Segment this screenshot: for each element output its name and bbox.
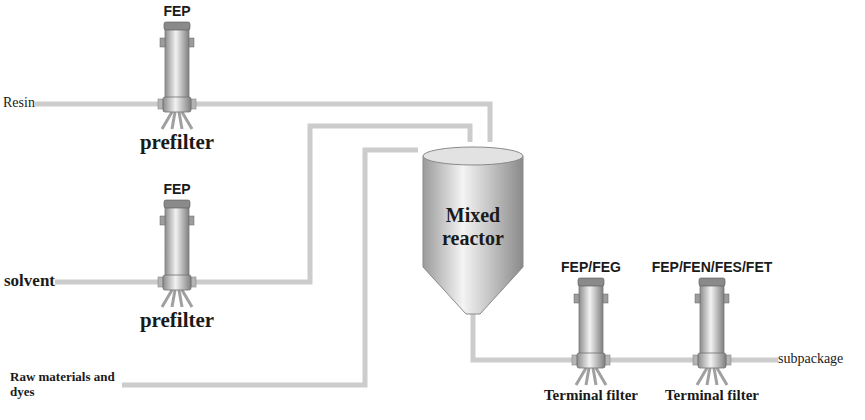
filter-body [165, 28, 189, 100]
filter-model: FEP/FEN/FES/FET [652, 258, 773, 276]
reactor-top [423, 147, 523, 165]
filter-leg [182, 112, 192, 129]
filter-clamp [724, 294, 729, 303]
stream-label: Raw materials and dyes [10, 370, 122, 400]
filter-body [165, 206, 189, 278]
pipe-flange [191, 277, 196, 287]
pipe-stub [127, 280, 163, 285]
pipe-line [55, 280, 127, 285]
pipe-stub [539, 358, 577, 363]
reactor-vessel: Mixed reactor [418, 142, 528, 327]
filter-unit: FEP prefilter [127, 2, 227, 155]
filter-leg [179, 112, 182, 129]
reactor-body [423, 156, 523, 314]
reactor-label: Mixed reactor [423, 204, 523, 250]
pipe-stub [648, 358, 698, 363]
filter-housing [127, 20, 227, 130]
pipe-flange [158, 277, 163, 287]
filter-clamp [160, 216, 165, 225]
filter-leg [179, 290, 182, 307]
stream-text: Raw materials and dyes [10, 370, 122, 400]
stream-label: solvent [4, 271, 55, 291]
pipe-stub [726, 358, 776, 363]
filter-model: FEP [163, 180, 190, 198]
filter-clamp [603, 294, 608, 303]
filter-clamp [160, 38, 165, 47]
filter-head [698, 353, 726, 368]
filter-leg [172, 290, 175, 307]
stream-label: subpackage [778, 351, 843, 367]
pipe-stub [605, 358, 643, 363]
filter-caption: Terminal filter [665, 386, 759, 405]
filter-caption: Terminal filter [544, 386, 638, 405]
stream-text: solvent [4, 271, 55, 291]
filter-leg [717, 368, 727, 385]
pipe-line [473, 327, 539, 360]
pipe-line [122, 150, 418, 385]
pipe-line [776, 358, 778, 363]
filter-housing [127, 198, 227, 308]
filter-cap [164, 22, 190, 30]
filter-caption: prefilter [140, 130, 214, 155]
filter-head [163, 97, 191, 112]
filter-caption: prefilter [140, 308, 214, 333]
stream-text: Resin [3, 95, 35, 111]
filter-leg [172, 112, 175, 129]
filter-clamp [189, 38, 194, 47]
filter-leg [596, 368, 606, 385]
stream-label: Resin [3, 95, 35, 111]
pipe-stub [127, 102, 163, 107]
filter-leg [162, 112, 172, 129]
filter-leg [707, 368, 710, 385]
pipe-flange [726, 355, 731, 365]
pipe-flange [605, 355, 610, 365]
pipe-stub [191, 102, 227, 107]
filter-leg [162, 290, 172, 307]
pipe-line [643, 358, 648, 363]
filter-body [700, 284, 724, 356]
filter-leg [586, 368, 589, 385]
filter-unit: FEP/FEN/FES/FET Terminal filter [648, 258, 776, 405]
filter-leg [593, 368, 596, 385]
filter-housing [539, 276, 643, 386]
filter-clamp [695, 294, 700, 303]
filter-cap [164, 200, 190, 208]
filter-clamp [189, 216, 194, 225]
filter-model: FEP [163, 2, 190, 20]
filter-unit: FEP/FEG Terminal filter [539, 258, 643, 405]
pipe-stub [191, 280, 227, 285]
filter-leg [714, 368, 717, 385]
filter-cap [578, 278, 604, 286]
filter-leg [697, 368, 707, 385]
stream-text: subpackage [778, 351, 843, 367]
filter-clamp [574, 294, 579, 303]
filter-unit: FEP prefilter [127, 180, 227, 333]
filter-leg [182, 290, 192, 307]
filter-head [577, 353, 605, 368]
filter-housing [648, 276, 776, 386]
pipe-line [227, 104, 490, 142]
filter-cap [699, 278, 725, 286]
pipe-flange [693, 355, 698, 365]
pipe-line [35, 102, 127, 107]
pipe-flange [572, 355, 577, 365]
pipe-flange [191, 99, 196, 109]
filter-body [579, 284, 603, 356]
pipe-flange [158, 99, 163, 109]
filter-leg [576, 368, 586, 385]
filter-model: FEP/FEG [561, 258, 621, 276]
filter-head [163, 275, 191, 290]
